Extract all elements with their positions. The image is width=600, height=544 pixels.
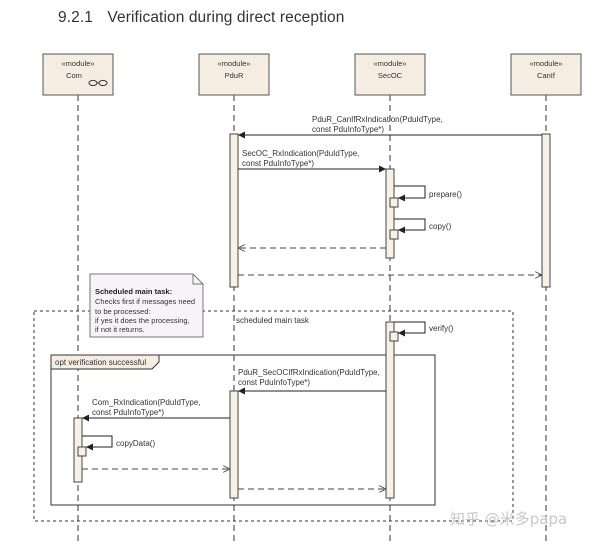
message-arrow-verify (394, 321, 426, 337)
participant-secoc[interactable]: «module» SecOC (354, 53, 426, 96)
section-number: 9.2.1 (58, 9, 93, 26)
message-label: Com_RxIndication(PduIdType, (92, 398, 201, 407)
message-arrow-copydata (82, 435, 113, 451)
scheduled-task-label: scheduled main task (236, 316, 310, 325)
component-link-icon (88, 79, 108, 87)
participant-stereotype: «module» (530, 59, 563, 68)
opt-frame: opt verification successful (50, 354, 436, 506)
participant-canif[interactable]: «module» CanIf (510, 53, 582, 96)
message-label: SecOC_RxIndication(PduIdType, (242, 149, 359, 158)
participant-com[interactable]: «module» Com (42, 53, 114, 96)
activation-canif (541, 133, 551, 288)
activation-secoc-main (385, 321, 395, 499)
message-label: const PduInfoType*) (92, 408, 164, 417)
opt-frame-label: opt verification successful (55, 358, 146, 367)
participant-name: Com (66, 71, 82, 80)
activation-secoc (385, 168, 395, 259)
activation-com-copydata (77, 446, 87, 457)
message-label: verify() (429, 324, 454, 333)
message-label: const PduInfoType*) (238, 378, 310, 387)
participant-stereotype: «module» (374, 59, 407, 68)
message-arrow-prepare (394, 185, 426, 202)
activation-secoc-copy (389, 229, 399, 240)
note-line: if yes it does the processing, (95, 316, 190, 325)
section-title: Verification during direct reception (107, 9, 345, 26)
message-label: prepare() (429, 190, 462, 199)
message-label: const PduInfoType*) (312, 125, 384, 134)
participant-pdur[interactable]: «module» PduR (198, 53, 270, 96)
message-arrow-copy (394, 218, 426, 234)
activation-secoc-verify (389, 331, 399, 342)
section-heading: 9.2.1 Verification during direct recepti… (58, 9, 345, 27)
scheduled-task-note: Scheduled main task: Checks first if mes… (89, 273, 204, 338)
note-line: if not it returns. (95, 325, 145, 334)
activation-pdur-main (229, 390, 239, 499)
note-line: Checks first if messages need (95, 297, 195, 306)
note-title: Scheduled main task: (95, 287, 172, 296)
watermark: 知乎 @米多papa (450, 510, 567, 528)
activation-secoc-prepare (389, 197, 399, 208)
message-label: const PduInfoType*) (242, 159, 314, 168)
message-label: PduR_SecOCIfRxIndication(PduIdType, (238, 368, 380, 377)
note-line: to be processed: (95, 307, 150, 316)
activation-pdur (229, 133, 239, 288)
scheduled-task-frame (33, 310, 514, 522)
message-label: copy() (429, 222, 452, 231)
message-label: copyData() (116, 439, 155, 448)
participant-stereotype: «module» (62, 59, 95, 68)
message-label: PduR_CanIfRxIndication(PduIdType, (312, 115, 443, 124)
participant-name: SecOC (378, 71, 403, 80)
participant-name: CanIf (537, 71, 556, 80)
participant-name: PduR (225, 71, 244, 80)
participant-stereotype: «module» (218, 59, 251, 68)
